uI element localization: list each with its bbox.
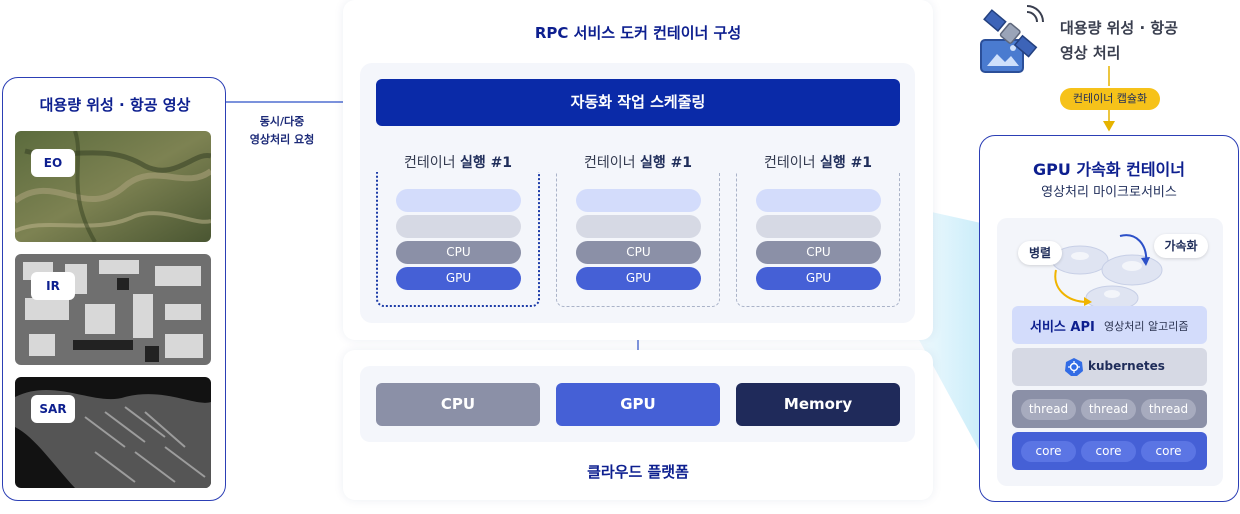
container-2-gpu: GPU xyxy=(576,267,701,290)
eo-terrain-image xyxy=(15,131,211,242)
scheduler-bar: 자동화 작업 스케줄링 xyxy=(376,79,900,126)
satellite-label-line1: 대용량 위성 · 항공 xyxy=(1060,19,1178,37)
container-3-slot-2 xyxy=(756,215,881,238)
core-pill-2: core xyxy=(1081,441,1136,462)
ir-image: IR xyxy=(15,254,211,365)
container-3-cpu: CPU xyxy=(756,241,881,264)
satellite-label: 대용량 위성 · 항공 영상 처리 xyxy=(1060,16,1220,66)
gpu-panel-title: GPU 가속화 컨테이너 xyxy=(1032,160,1186,179)
satellite-icon xyxy=(980,5,1044,73)
eo-tag: EO xyxy=(31,149,75,177)
ir-city-image xyxy=(15,254,211,365)
container-2-slot-1 xyxy=(576,189,701,212)
service-algo-label: 영상처리 알고리즘 xyxy=(1104,320,1189,333)
container-2-slot-2 xyxy=(576,215,701,238)
image-source-panel: 대용량 위성 · 항공 영상 EO xyxy=(2,77,226,501)
gpu-panel-subtitle: 영상처리 마이크로서비스 xyxy=(1041,185,1177,200)
container-3-gpu: GPU xyxy=(756,267,881,290)
request-label-line1: 동시/다중 xyxy=(259,115,305,128)
container-1-slot-2 xyxy=(396,215,521,238)
request-label-line2: 영상처리 요청 xyxy=(249,133,315,146)
core-pill-1: core xyxy=(1021,441,1076,462)
cloud-gpu: GPU xyxy=(556,383,720,426)
service-api-label: 서비스 API xyxy=(1030,320,1095,335)
sar-image: SAR xyxy=(15,377,211,488)
thread-pill-3: thread xyxy=(1141,399,1196,420)
parallel-tag: 병렬 xyxy=(1018,241,1062,265)
kubernetes-label: kubernetes xyxy=(1088,359,1165,373)
container-label-1: 컨테이너 실행 #1 xyxy=(376,152,540,172)
rpc-title: RPC 서비스 도커 컨테이너 구성 xyxy=(534,24,742,42)
container-2-cpu: CPU xyxy=(576,241,701,264)
container-1-cpu: CPU xyxy=(396,241,521,264)
container-label-2: 컨테이너 실행 #1 xyxy=(556,152,720,172)
eo-image: EO xyxy=(15,131,211,242)
core-pill-3: core xyxy=(1141,441,1196,462)
container-1-slot-1 xyxy=(396,189,521,212)
container-1-gpu: GPU xyxy=(396,267,521,290)
cloud-memory: Memory xyxy=(736,383,900,426)
gears-icon xyxy=(1051,234,1163,310)
cloud-cpu: CPU xyxy=(376,383,540,426)
ir-tag: IR xyxy=(31,272,75,300)
thread-pill-1: thread xyxy=(1021,399,1076,420)
container-3-slot-1 xyxy=(756,189,881,212)
satellite-label-line2: 영상 처리 xyxy=(1060,44,1121,62)
cloud-title: 클라우드 플랫폼 xyxy=(587,463,689,481)
kubernetes-icon xyxy=(1065,358,1083,376)
container-label-3: 컨테이너 실행 #1 xyxy=(736,152,900,172)
image-source-title: 대용량 위성 · 항공 영상 xyxy=(39,96,191,114)
service-api-layer xyxy=(1012,306,1207,344)
sar-tag: SAR xyxy=(31,395,75,423)
thread-pill-2: thread xyxy=(1081,399,1136,420)
sar-coast-image xyxy=(15,377,211,488)
accel-tag: 가속화 xyxy=(1154,234,1208,258)
capsule-badge: 컨테이너 캡슐화 xyxy=(1060,88,1160,110)
request-label: 동시/다중 영상처리 요청 xyxy=(232,113,332,149)
kubernetes-layer xyxy=(1012,348,1207,386)
